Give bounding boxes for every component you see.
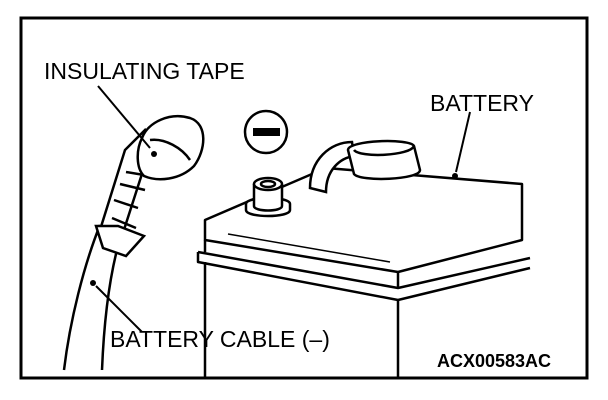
insulating-tape: [94, 115, 205, 258]
minus-sign-icon: [243, 109, 289, 155]
negative-terminal: [244, 176, 292, 218]
leader-insulating-tape: [97, 85, 157, 157]
positive-terminal-cover: [308, 139, 422, 194]
leader-battery: [452, 111, 471, 179]
battery-cable-label: BATTERY CABLE (–): [110, 326, 330, 352]
figure-frame: [19, 16, 589, 380]
battery: [196, 166, 531, 378]
battery-label: BATTERY: [430, 90, 534, 116]
leader-battery-cable: [90, 280, 143, 333]
figure-code: ACX00583AC: [437, 351, 552, 371]
insulating-tape-label: INSULATING TAPE: [44, 58, 245, 84]
